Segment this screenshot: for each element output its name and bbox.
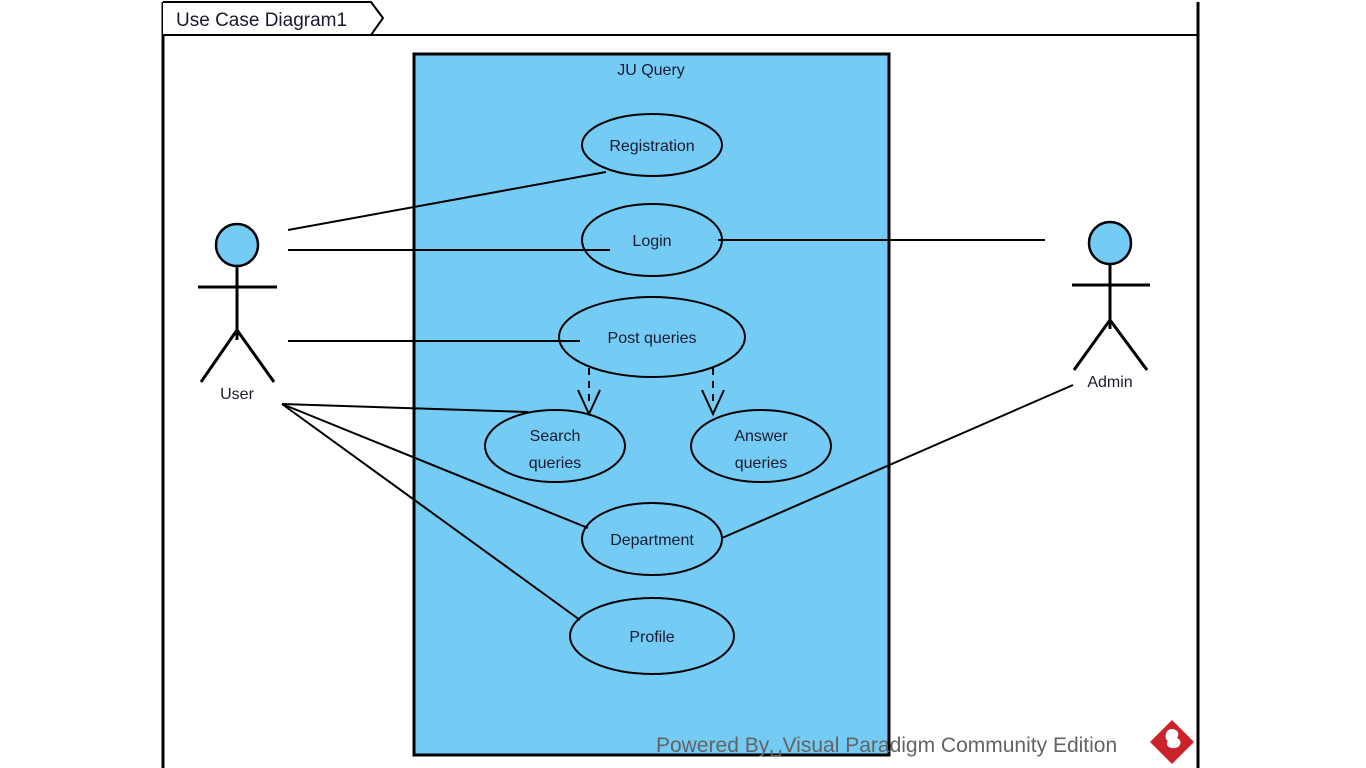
diagram-title-label: Use Case Diagram1	[176, 10, 347, 31]
assoc-user-registration	[287, 171, 607, 231]
system-boundary-title: JU Query	[617, 62, 685, 79]
actor-left-leg	[199, 329, 239, 383]
use-case-label-answer-queries-line1: Answer	[734, 428, 788, 445]
actor-left-leg	[1072, 319, 1112, 371]
dep-postqueries-answerqueries	[701, 368, 725, 417]
diagram-title-tab[interactable]: Use Case Diagram1	[163, 1, 385, 36]
use-case-label-answer-queries-line2: queries	[735, 455, 787, 472]
use-case-department[interactable]: Department	[581, 502, 723, 576]
assoc-user-searchqueries	[281, 403, 529, 413]
use-case-label-login: Login	[632, 233, 671, 250]
logo-inner-glyph	[1165, 729, 1181, 749]
use-case-label-registration: Registration	[609, 138, 694, 155]
use-case-search-queries[interactable]: Search queries	[484, 409, 626, 483]
use-case-label-search-queries-line2: queries	[529, 455, 581, 472]
use-case-label-department: Department	[610, 532, 694, 549]
system-boundary[interactable]: JU Query	[412, 52, 891, 757]
visual-paradigm-logo-icon	[1150, 720, 1194, 764]
use-case-registration[interactable]: Registration	[581, 113, 723, 177]
association-lines	[281, 171, 1074, 621]
system-boundary-rect	[412, 52, 891, 757]
use-case-label-profile: Profile	[629, 629, 674, 646]
assoc-user-profile	[281, 403, 581, 621]
dep-arrowhead-answer	[701, 389, 725, 417]
use-case-profile[interactable]: Profile	[569, 597, 735, 675]
use-case-label-post-queries: Post queries	[608, 330, 697, 347]
use-case-login[interactable]: Login	[581, 203, 723, 277]
actor-right-leg	[1108, 319, 1149, 371]
actor-admin[interactable]: Admin	[1072, 220, 1150, 391]
actor-user[interactable]: User	[198, 222, 277, 403]
assoc-user-department	[281, 403, 589, 529]
use-case-ellipse	[581, 502, 723, 576]
use-case-post-queries[interactable]: Post queries	[558, 296, 746, 378]
use-case-ellipse	[581, 203, 723, 277]
actor-right-leg	[235, 329, 276, 383]
actor-head-icon	[1087, 220, 1133, 266]
use-case-ellipse	[581, 113, 723, 177]
actor-label-admin: Admin	[1087, 374, 1132, 391]
actor-head-icon	[214, 222, 260, 268]
watermark-text: Powered By␣Visual Paradigm Community Edi…	[656, 734, 1117, 757]
use-case-ellipse	[569, 597, 735, 675]
title-tab-shape	[163, 1, 385, 36]
use-case-answer-queries[interactable]: Answer queries	[690, 409, 832, 483]
assoc-admin-department	[721, 384, 1074, 539]
use-case-ellipse	[690, 409, 832, 483]
use-case-ellipse	[484, 409, 626, 483]
use-case-label-search-queries-line1: Search	[530, 428, 581, 445]
actor-label-user: User	[220, 386, 254, 403]
use-case-ellipse	[558, 296, 746, 378]
watermark: Powered By␣Visual Paradigm Community Edi…	[656, 720, 1194, 764]
